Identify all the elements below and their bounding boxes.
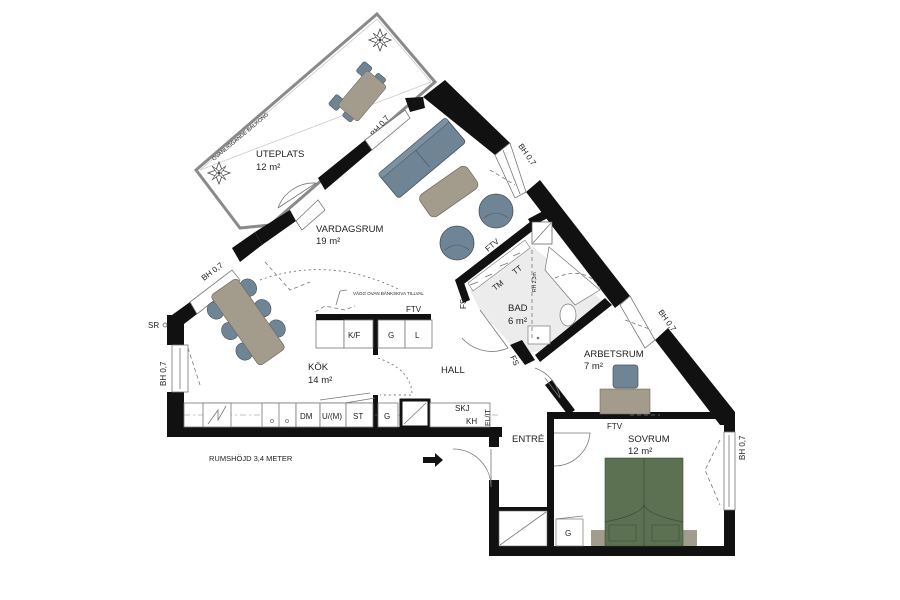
sr-icon bbox=[162, 322, 168, 328]
fs-label: FS bbox=[508, 354, 520, 367]
unit-label: G bbox=[565, 529, 571, 538]
bedroom-door bbox=[553, 432, 591, 467]
room-name-uteplats: UTEPLATS bbox=[256, 149, 304, 160]
unit-label: U/(M) bbox=[322, 412, 342, 421]
double-bed bbox=[591, 457, 697, 547]
unit-label: K/F bbox=[348, 331, 361, 340]
plant-icon bbox=[206, 160, 232, 186]
unit-label: SKJ bbox=[455, 404, 470, 413]
room-name-entre: ENTRÉ bbox=[512, 434, 544, 445]
room-name-bad: BAD bbox=[508, 303, 528, 314]
window-label: BH 0,7 bbox=[159, 361, 168, 386]
room-height-note: RUMSHÖJD 3,4 METER bbox=[209, 454, 293, 463]
windows bbox=[171, 109, 736, 511]
room-name-arbetsrum: ARBETSRUM bbox=[584, 349, 644, 360]
unit-label: G bbox=[384, 412, 390, 421]
dining-set bbox=[206, 278, 286, 366]
unit-label: DM bbox=[300, 412, 313, 421]
sr-label: SR bbox=[148, 321, 159, 330]
unit-label: G bbox=[388, 331, 394, 340]
balcony-dining-set bbox=[328, 61, 387, 123]
wardrobe bbox=[555, 518, 584, 547]
window-label: BH 0,7 bbox=[516, 142, 538, 168]
room-area-vardagsrum: 19 m² bbox=[316, 236, 340, 247]
kitchen-counter: DM U/(M) ST G SKJ KH EL/IT bbox=[183, 392, 500, 429]
study-door bbox=[534, 367, 561, 399]
sofa bbox=[378, 118, 466, 198]
bath-door bbox=[461, 309, 509, 352]
coffee-table bbox=[419, 165, 479, 218]
unit-label: EL/IT bbox=[485, 409, 492, 426]
unit-label: L bbox=[415, 331, 420, 340]
kitchen-island: K/F G L FTV VÄGG OVAN BÄNKSKIVA TILLVAL bbox=[314, 289, 433, 349]
room-area-arbetsrum: 7 m² bbox=[584, 361, 603, 372]
window-label: BH 0,7 bbox=[738, 435, 747, 460]
entry-door bbox=[452, 448, 492, 488]
room-name-hall: HALL bbox=[441, 365, 465, 376]
ftv-label: FTV bbox=[607, 422, 623, 431]
fs-label: FS bbox=[459, 299, 468, 309]
room-name-sovrum: SOVRUM bbox=[628, 434, 670, 445]
walls bbox=[167, 80, 735, 556]
unit-label: KH bbox=[466, 417, 477, 426]
ftv-label: FTV bbox=[406, 305, 422, 314]
room-area-kok: 14 m² bbox=[308, 375, 332, 386]
room-name-kok: KÖK bbox=[308, 362, 329, 373]
room-area-bad: 6 m² bbox=[508, 316, 527, 327]
office-chair bbox=[612, 364, 639, 389]
room-area-sovrum: 12 m² bbox=[628, 446, 652, 457]
desk bbox=[599, 388, 651, 415]
unit-label: ST bbox=[353, 412, 363, 421]
room-area-uteplats: 12 m² bbox=[256, 162, 280, 173]
armchair bbox=[439, 225, 475, 261]
bathroom-fixtures: TM TT RH 2,3m bbox=[467, 221, 601, 345]
armchair bbox=[478, 193, 514, 229]
wall-note: VÄGG OVAN BÄNKSKIVA TILLVAL bbox=[353, 290, 424, 296]
bath-ceiling-note: RH 2,3m bbox=[532, 272, 538, 292]
room-name-vardagsrum: VARDAGSRUM bbox=[316, 224, 383, 235]
entry-arrow-icon bbox=[423, 453, 443, 467]
plant-icon bbox=[367, 27, 393, 53]
